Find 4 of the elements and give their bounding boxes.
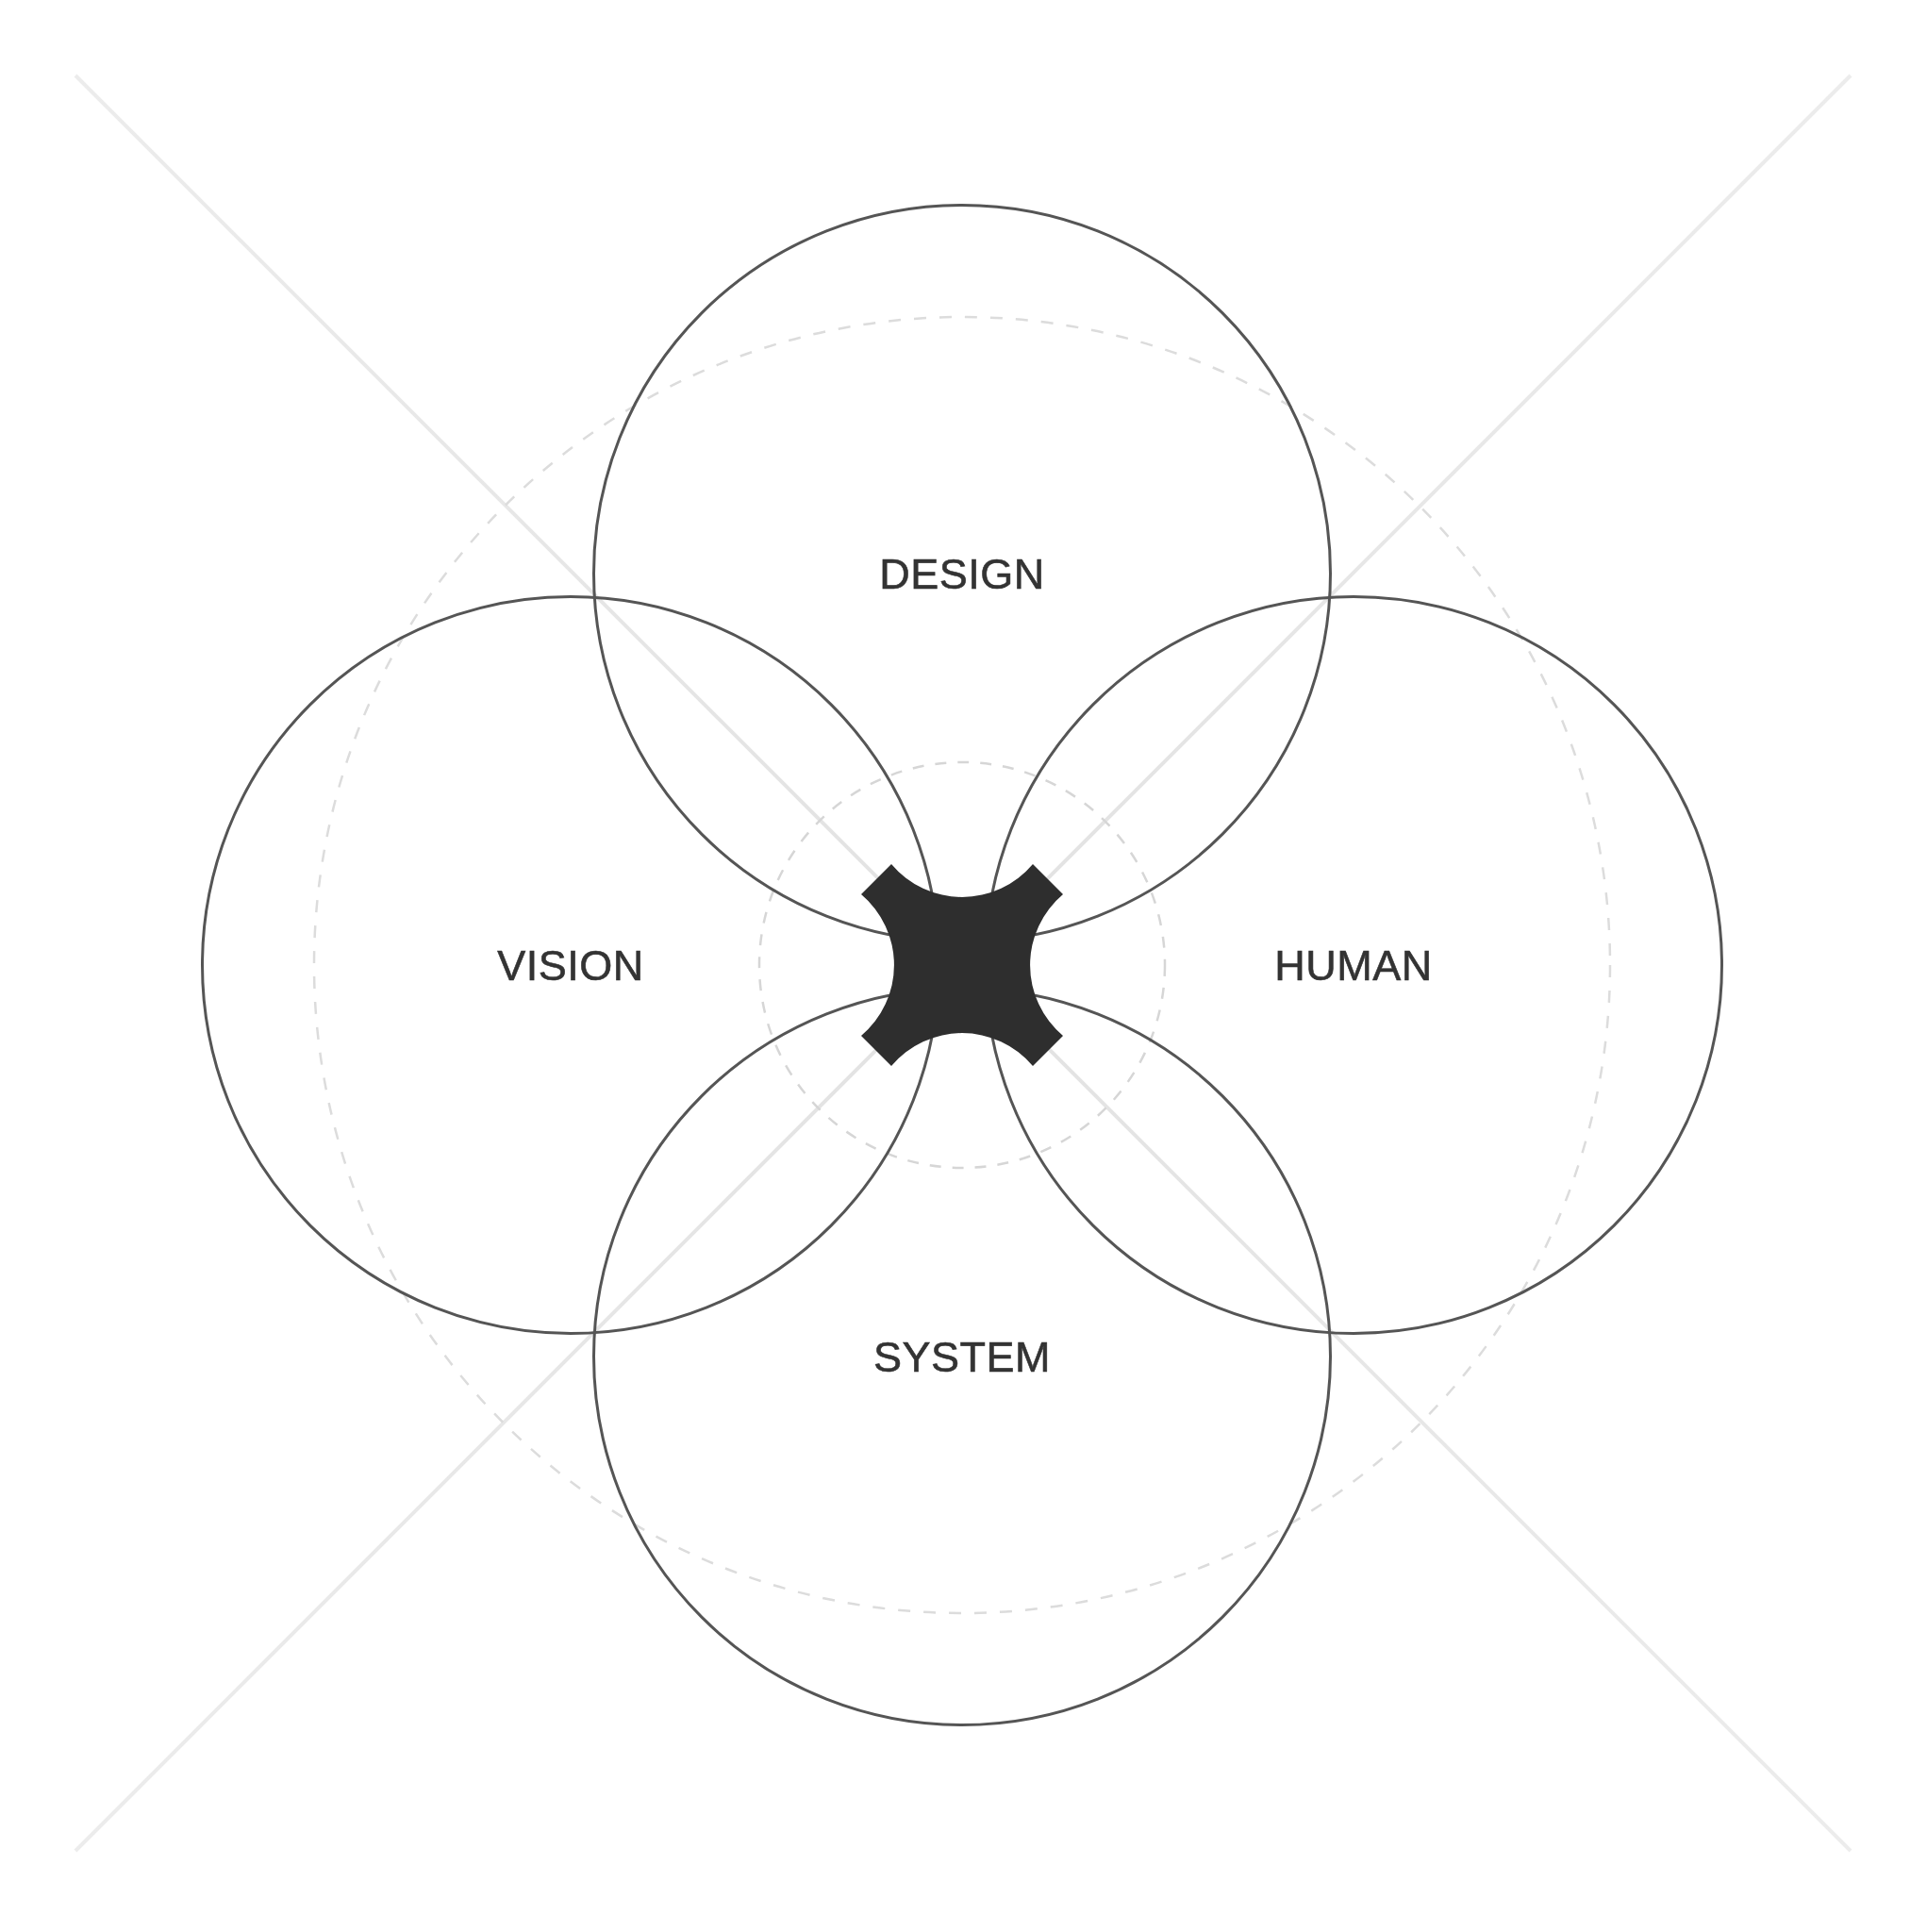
circle-label: VISION xyxy=(497,943,644,987)
circle-label: HUMAN xyxy=(1274,943,1433,987)
circle-label: SYSTEM xyxy=(873,1335,1051,1378)
circle-label: DESIGN xyxy=(879,552,1045,595)
